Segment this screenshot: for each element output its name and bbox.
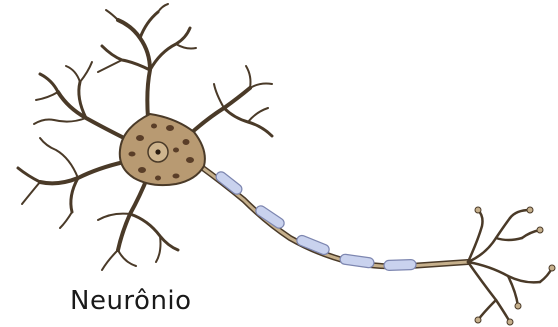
myelin-sheath: [214, 170, 416, 271]
axon: [200, 166, 468, 267]
cell-body: [120, 114, 205, 185]
neuron-caption: Neurônio: [70, 286, 192, 316]
nucleus: [148, 142, 168, 162]
